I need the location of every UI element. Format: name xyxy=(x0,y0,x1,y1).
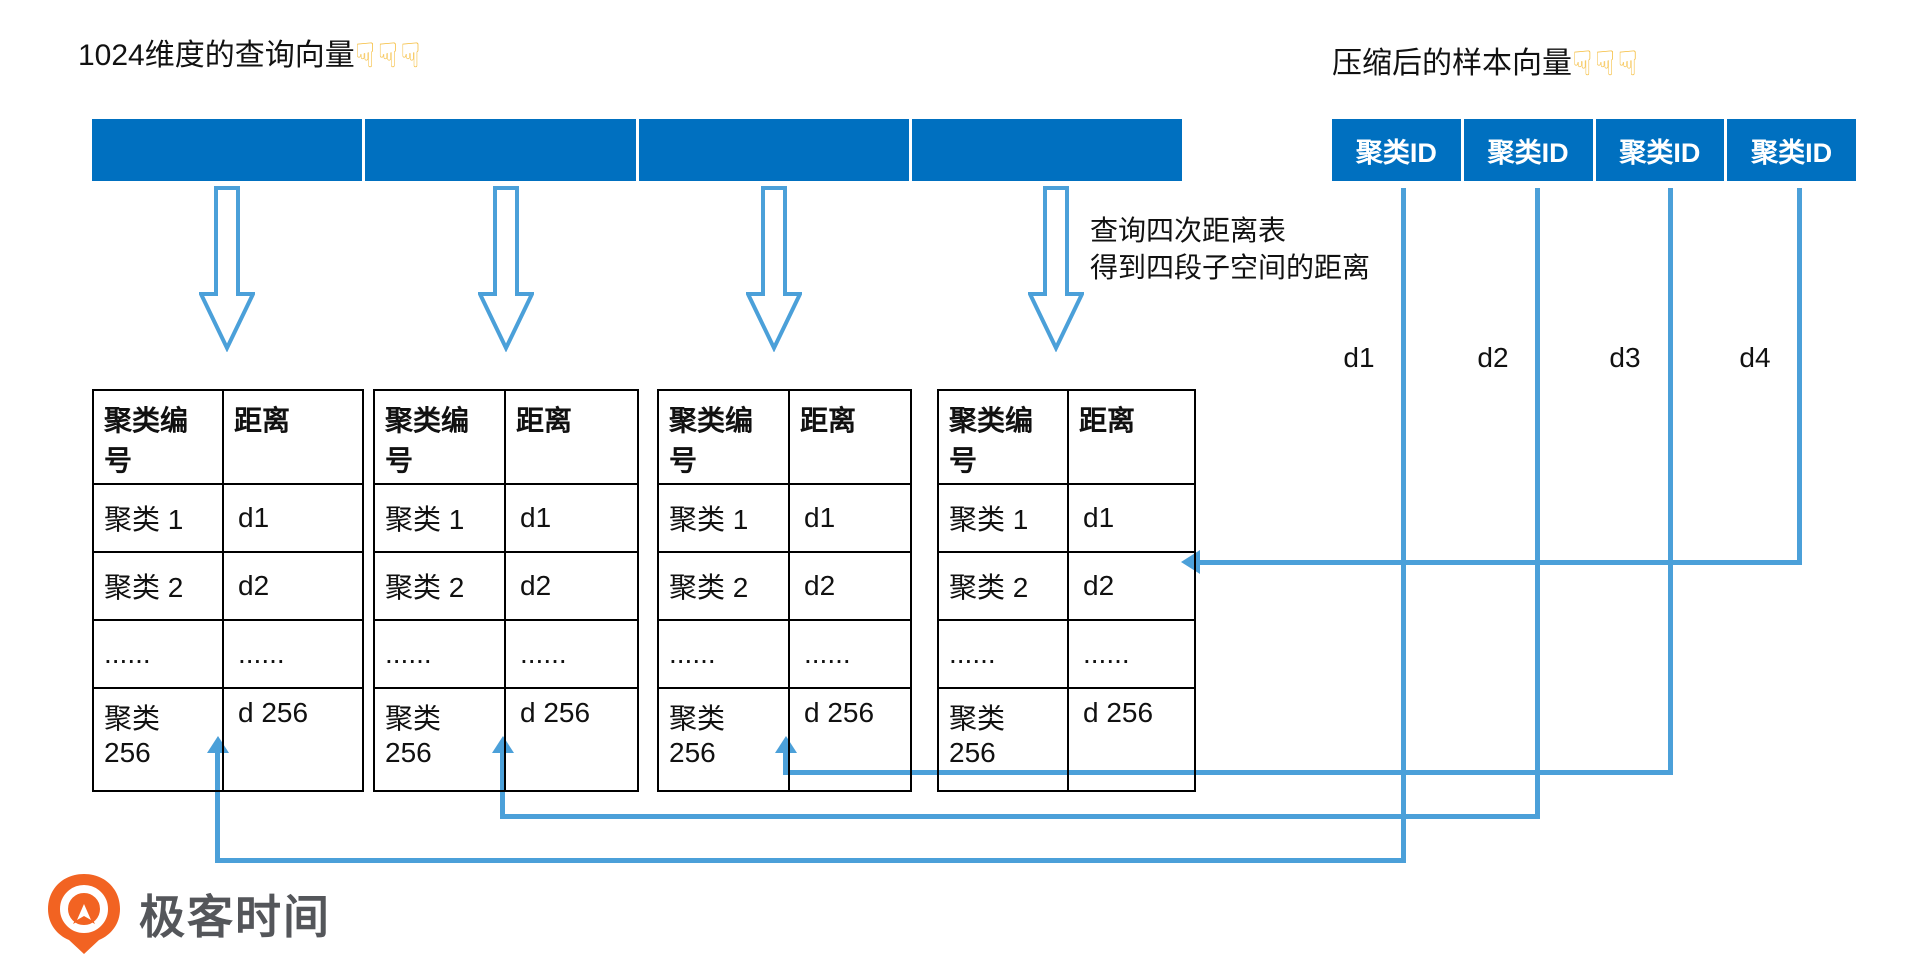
table-row: 聚类 256 d 256 xyxy=(657,687,912,792)
table3-cell: 聚类 256 xyxy=(657,687,790,792)
sample-vector-title: 压缩后的样本向量☟☟☟ xyxy=(1332,38,1640,84)
table4-cell: d 256 xyxy=(1067,687,1196,792)
table2-cell: d2 xyxy=(504,551,639,621)
table4-cell: 聚类 256 xyxy=(937,687,1069,792)
query-segment-4 xyxy=(911,119,1182,181)
table-row: 聚类 1 d1 xyxy=(937,483,1196,553)
geek-time-pin-icon xyxy=(48,874,120,954)
table3-col-header-cluster: 聚类编号 xyxy=(657,389,790,485)
table-row: 聚类 2 d2 xyxy=(657,551,912,621)
table2-cell: ...... xyxy=(504,619,639,689)
connector-1-vertical xyxy=(1401,188,1406,863)
cluster-id-cell-1: 聚类ID xyxy=(1332,119,1461,181)
table1-cell: d2 xyxy=(222,551,364,621)
table-row: ...... ...... xyxy=(92,619,364,689)
annotation-line-2: 得到四段子空间的距离 xyxy=(1090,252,1371,283)
distance-table-4: 聚类编号 距离 聚类 1 d1 聚类 2 d2 ...... ...... 聚类… xyxy=(937,389,1196,792)
table4-cell: ...... xyxy=(937,619,1069,689)
table2-cell: ...... xyxy=(373,619,506,689)
cluster-id-cell-2: 聚类ID xyxy=(1463,119,1593,181)
table3-cell: d1 xyxy=(788,483,912,553)
sample-vector-title-text: 压缩后的样本向量 xyxy=(1332,47,1572,80)
query-segment-3 xyxy=(638,119,909,181)
query-segment-1 xyxy=(92,119,363,181)
distance-label-d1: d1 xyxy=(1343,342,1375,373)
table-row: ...... ...... xyxy=(937,619,1196,689)
table1-col-header-distance: 距离 xyxy=(222,389,364,485)
geek-time-logo-text: 极客时间 xyxy=(139,891,331,943)
table-row: 聚类 1 d1 xyxy=(657,483,912,553)
connector-4-horizontal xyxy=(1199,560,1802,565)
annotation-text: 查询四次距离表 得到四段子空间的距离 xyxy=(1090,212,1370,286)
table4-cell: 聚类 2 xyxy=(937,551,1069,621)
distance-label-d4: d4 xyxy=(1739,342,1771,373)
table3-col-header-distance: 距离 xyxy=(788,389,912,485)
connector-4-vertical xyxy=(1797,188,1802,565)
table2-cell: d1 xyxy=(504,483,639,553)
query-vector-title: 1024维度的查询向量☟☟☟ xyxy=(78,30,423,76)
table1-cell: ...... xyxy=(92,619,224,689)
table-row: 聚类 256 d 256 xyxy=(92,687,364,792)
geek-time-logo: 极客时间 xyxy=(45,872,331,956)
pointing-down-hands-icon: ☟☟☟ xyxy=(354,37,423,75)
table-row: 聚类 256 d 256 xyxy=(937,687,1196,792)
table-row: 聚类 2 d2 xyxy=(92,551,364,621)
connector-3-vertical xyxy=(1668,188,1673,775)
table-row: 聚类 1 d1 xyxy=(373,483,639,553)
cluster-id-cell-4: 聚类ID xyxy=(1727,119,1856,181)
table1-col-header-cluster: 聚类编号 xyxy=(92,389,224,485)
table-row: ...... ...... xyxy=(657,619,912,689)
table2-cell: 聚类 2 xyxy=(373,551,506,621)
table3-cell: ...... xyxy=(788,619,912,689)
table-row: 聚类 1 d1 xyxy=(92,483,364,553)
query-vector-bar xyxy=(92,119,1182,181)
table-row: 聚类 256 d 256 xyxy=(373,687,639,792)
table1-cell: ...... xyxy=(222,619,364,689)
table1-cell: 聚类 256 xyxy=(92,687,224,792)
down-arrow-icon xyxy=(746,186,802,352)
table2-cell: 聚类 256 xyxy=(373,687,506,792)
table3-cell: 聚类 1 xyxy=(657,483,790,553)
distance-table-1: 聚类编号 距离 聚类 1 d1 聚类 2 d2 ...... ...... 聚类… xyxy=(92,389,364,792)
table2-cell: 聚类 1 xyxy=(373,483,506,553)
down-arrow-icon xyxy=(1028,186,1084,352)
table-row: 聚类 2 d2 xyxy=(937,551,1196,621)
pointing-down-hands-icon: ☟☟☟ xyxy=(1572,45,1641,83)
table3-cell: d2 xyxy=(788,551,912,621)
table2-col-header-distance: 距离 xyxy=(504,389,639,485)
down-arrow-icon xyxy=(199,186,255,352)
table1-cell: d 256 xyxy=(222,687,364,792)
table1-cell: 聚类 2 xyxy=(92,551,224,621)
distance-table-2: 聚类编号 距离 聚类 1 d1 聚类 2 d2 ...... ...... 聚类… xyxy=(373,389,639,792)
table4-cell: 聚类 1 xyxy=(937,483,1069,553)
table4-cell: ...... xyxy=(1067,619,1196,689)
table-row: ...... ...... xyxy=(373,619,639,689)
table1-cell: 聚类 1 xyxy=(92,483,224,553)
table-row: 聚类 2 d2 xyxy=(373,551,639,621)
connector-2-vertical xyxy=(1535,188,1540,819)
table1-cell: d1 xyxy=(222,483,364,553)
query-segment-2 xyxy=(365,119,636,181)
connector-3-horizontal xyxy=(783,770,1673,775)
table4-cell: d2 xyxy=(1067,551,1196,621)
table3-cell: d 256 xyxy=(788,687,912,792)
query-vector-title-text: 1024维度的查询向量 xyxy=(78,39,355,72)
table3-cell: ...... xyxy=(657,619,790,689)
table4-cell: d1 xyxy=(1067,483,1196,553)
table4-col-header-cluster: 聚类编号 xyxy=(937,389,1069,485)
connector-1-stub xyxy=(215,752,220,860)
table3-cell: 聚类 2 xyxy=(657,551,790,621)
connector-1-horizontal xyxy=(215,858,1406,863)
annotation-line-1: 查询四次距离表 xyxy=(1090,215,1287,246)
sample-vector-row: 聚类ID 聚类ID 聚类ID 聚类ID xyxy=(1332,119,1856,181)
connector-2-horizontal xyxy=(500,814,1540,819)
down-arrow-icon xyxy=(478,186,534,352)
distance-label-d3: d3 xyxy=(1609,342,1641,373)
table2-cell: d 256 xyxy=(504,687,639,792)
cluster-id-cell-3: 聚类ID xyxy=(1595,119,1725,181)
distance-label-d2: d2 xyxy=(1477,342,1509,373)
table2-col-header-cluster: 聚类编号 xyxy=(373,389,506,485)
table4-col-header-distance: 距离 xyxy=(1067,389,1196,485)
distance-table-3: 聚类编号 距离 聚类 1 d1 聚类 2 d2 ...... ...... 聚类… xyxy=(657,389,912,792)
